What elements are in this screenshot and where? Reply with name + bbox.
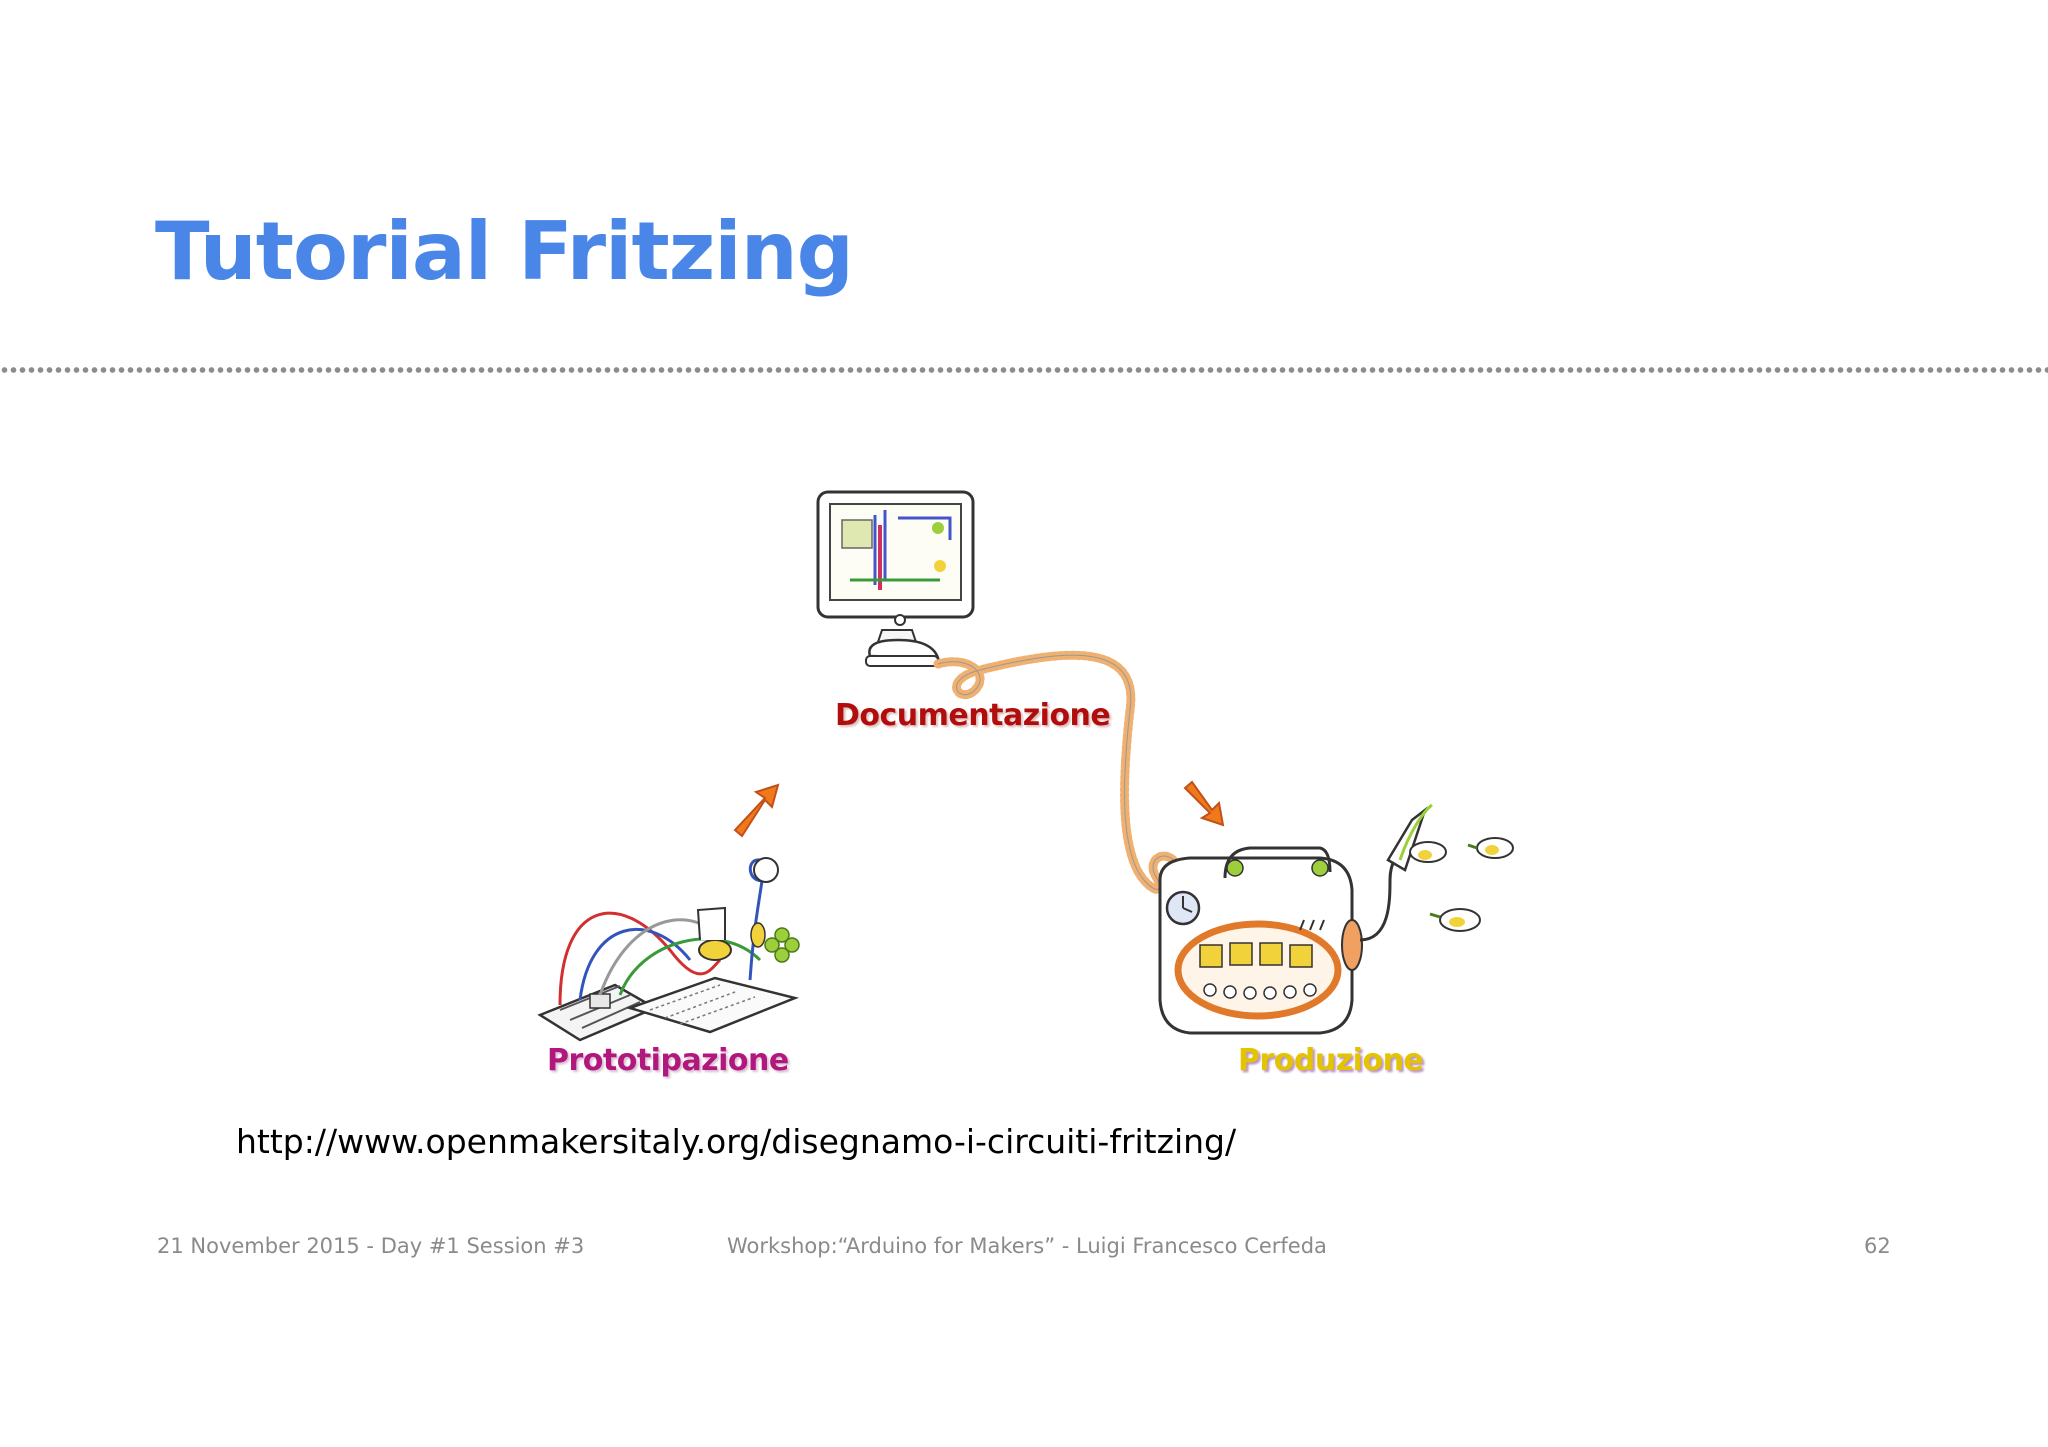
footer-workshop-title: Workshop:“Arduino for Makers” - Luigi Fr… [727,1234,1327,1258]
footer-date-session: 21 November 2015 - Day #1 Session #3 [157,1234,585,1258]
fritzing-workflow-illustration: Documentazione Prototipazione Produzione [520,480,1540,1100]
produced-board [1409,841,1447,863]
production-machine-icon [1158,803,1514,1035]
produced-board [1467,837,1514,859]
monitor-icon [816,490,975,667]
label-production: Produzione [1238,1043,1424,1078]
workflow-drawing [537,490,1514,1042]
dotted-divider [0,366,2048,374]
produced-board [1429,908,1481,932]
arrow-up-right-icon [733,783,780,838]
arrow-down-right-icon [1183,780,1225,827]
slide-title: Tutorial Fritzing [155,205,854,298]
label-prototyping: Prototipazione [547,1043,789,1078]
label-documentation: Documentazione [835,698,1111,733]
breadboard-icon [537,857,800,1042]
page-number: 62 [1864,1234,1891,1258]
source-url: http://www.openmakersitaly.org/disegnamo… [236,1122,1237,1161]
